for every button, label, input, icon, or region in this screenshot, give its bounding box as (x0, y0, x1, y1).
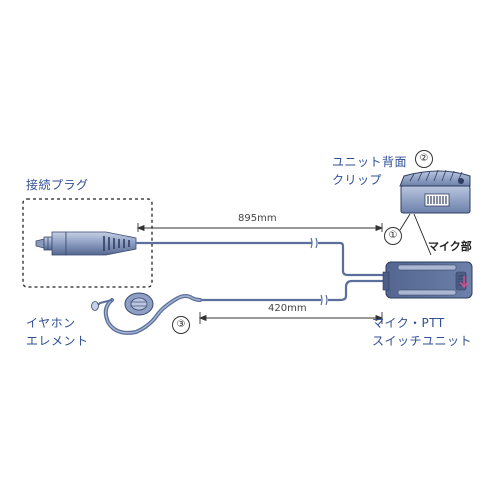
ear-cable-length: 420mm (268, 303, 307, 314)
marker-two: ② (415, 150, 433, 168)
clip-label-line2: クリップ (332, 173, 383, 187)
leader-lines-one (399, 213, 432, 256)
mic-ptt-unit (382, 261, 473, 299)
connector-plug (35, 231, 137, 256)
mic-pointer-arrow (459, 276, 469, 289)
main-cable-length: 895mm (238, 213, 277, 224)
ptt-label-line2: スイッチユニット (372, 334, 473, 348)
main-cable (136, 241, 386, 302)
dimension-main-cable (136, 223, 384, 232)
cable-break-marks (310, 237, 328, 306)
marker-three: ③ (172, 316, 190, 334)
clip-label-line1: ユニット背面 (332, 155, 408, 169)
plug-label: 接続プラグ (26, 178, 89, 192)
earphone-label-line1: イヤホン (26, 316, 76, 330)
dimension-ear-cable (198, 312, 384, 324)
marker-one: ① (384, 227, 402, 245)
ptt-label-line1: マイク・PTT (372, 316, 445, 330)
earphone-element (91, 292, 202, 335)
mic-label: マイク部 (428, 240, 472, 253)
plug-highlight-box (22, 198, 153, 288)
earphone-label-line2: エレメント (26, 334, 89, 348)
back-clip (399, 169, 471, 214)
